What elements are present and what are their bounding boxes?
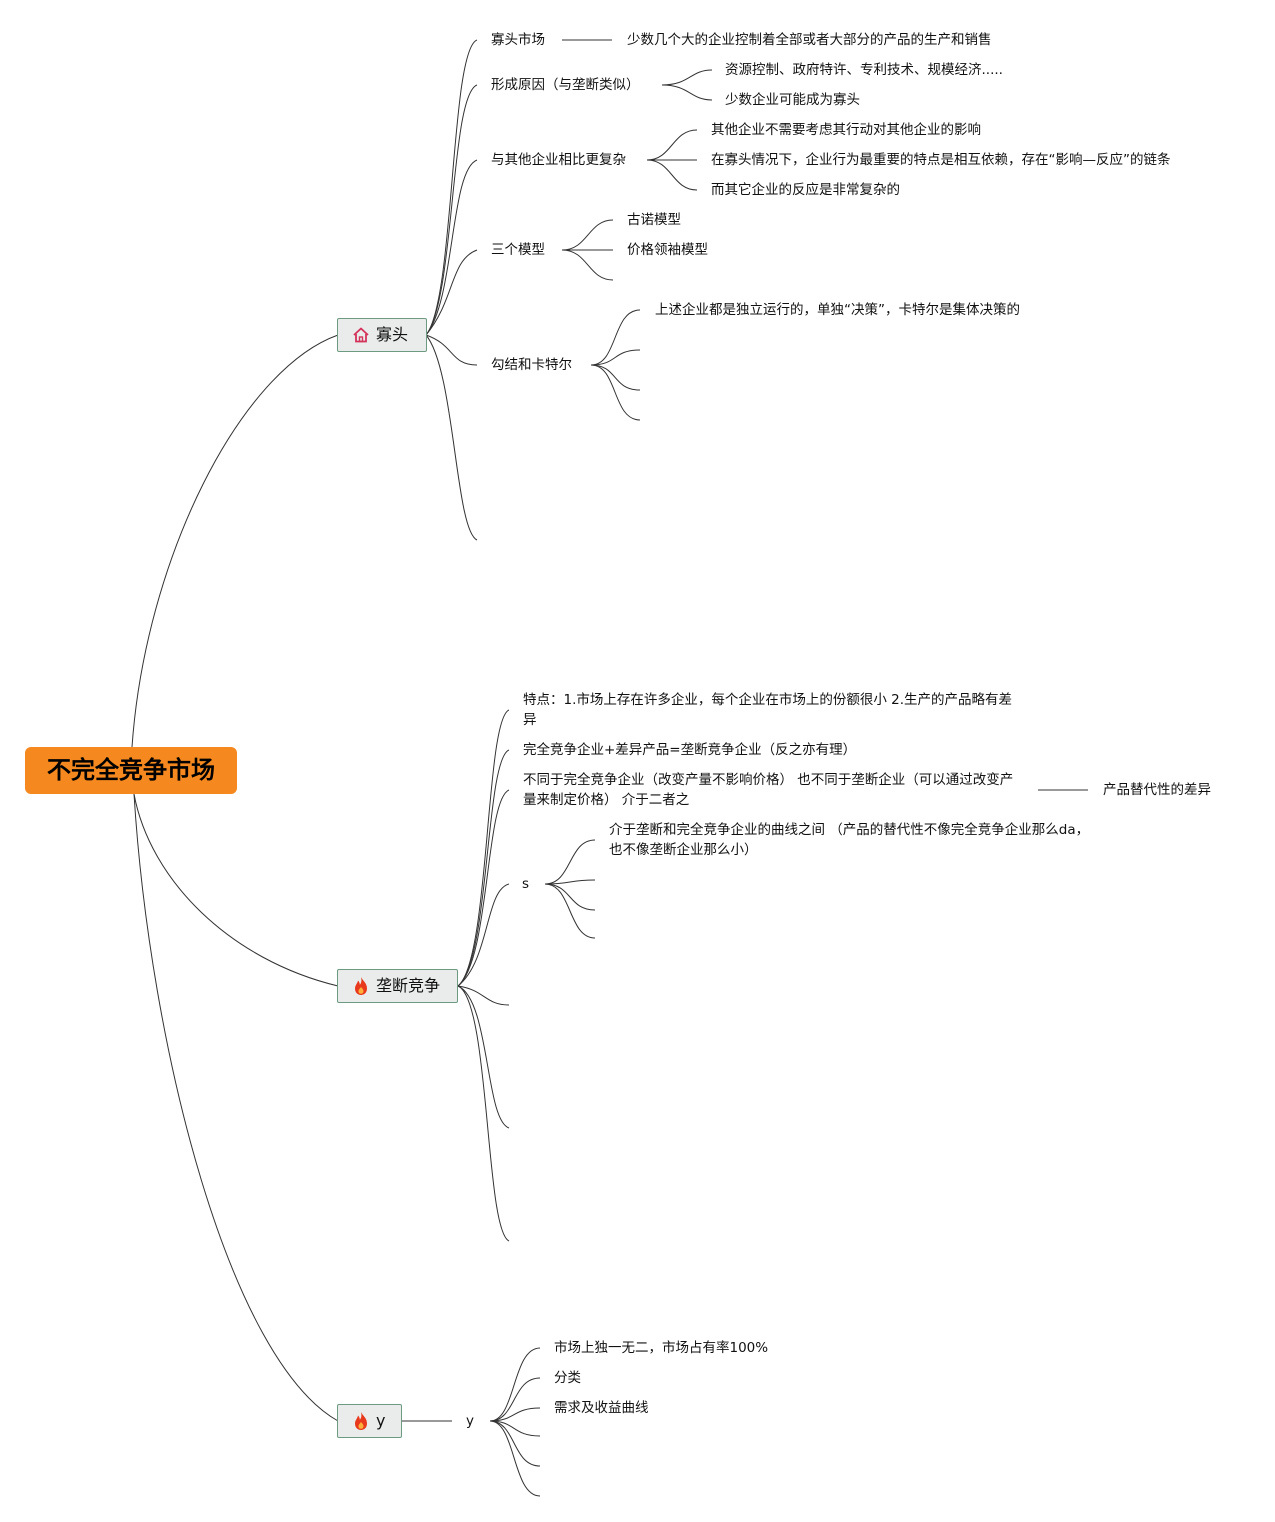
topic-s[interactable]: s <box>522 876 530 892</box>
branch-oligopoly[interactable]: 寡头 <box>337 318 427 352</box>
house-icon <box>352 326 370 344</box>
topic-formation-cause[interactable]: 形成原因（与垄断类似） <box>491 77 640 93</box>
fire-icon <box>352 1411 370 1431</box>
topic-oligopoly-market-def[interactable]: 少数几个大的企业控制着全部或者大部分的产品的生产和销售 <box>627 32 992 48</box>
topic-complex-2[interactable]: 在寡头情况下，企业行为最重要的特点是相互依赖，存在“影响—反应”的链条 <box>711 152 1171 168</box>
topic-demand-revenue-curve[interactable]: 需求及收益曲线 <box>554 1400 649 1416</box>
topic-curve-between[interactable]: 介于垄断和完全竞争企业的曲线之间 （产品的替代性不像完全竞争企业那么da，也不像… <box>609 822 1090 858</box>
topic-collusion-cartel[interactable]: 勾结和卡特尔 <box>491 357 572 373</box>
topic-classification[interactable]: 分类 <box>554 1370 581 1386</box>
topic-cartel-1[interactable]: 上述企业都是独立运行的，单独“决策”，卡特尔是集体决策的 <box>655 302 1020 318</box>
topic-more-complex[interactable]: 与其他企业相比更复杂 <box>491 152 626 168</box>
topic-cournot-model[interactable]: 古诺模型 <box>627 212 681 228</box>
topic-formation-2[interactable]: 少数企业可能成为寡头 <box>725 92 860 108</box>
topic-formation-1[interactable]: 资源控制、政府特许、专利技术、规模经济..... <box>725 62 1003 78</box>
branch-monopolistic-competition[interactable]: 垄断竞争 <box>337 969 458 1003</box>
topic-oligopoly-market[interactable]: 寡头市场 <box>491 32 545 48</box>
branch-label: 垄断竞争 <box>376 976 441 995</box>
branch-monopoly[interactable]: y <box>337 1404 402 1438</box>
branch-label: y <box>376 1411 386 1430</box>
root-topic[interactable]: 不完全竞争市场 <box>25 747 237 794</box>
topic-y[interactable]: y <box>466 1413 474 1429</box>
topic-equation[interactable]: 完全竞争企业+差异产品=垄断竞争企业（反之亦有理） <box>523 742 857 758</box>
topic-unique-market[interactable]: 市场上独一无二，市场占有率100% <box>554 1340 769 1356</box>
branch-label: 寡头 <box>376 325 409 344</box>
fire-icon <box>352 976 370 996</box>
topic-substitutability-diff[interactable]: 产品替代性的差异 <box>1103 782 1211 798</box>
topic-three-models[interactable]: 三个模型 <box>491 242 545 258</box>
topic-features[interactable]: 特点：1.市场上存在许多企业，每个企业在市场上的份额很小 2.生产的产品略有差异 <box>523 692 1013 728</box>
topic-complex-1[interactable]: 其他企业不需要考虑其行动对其他企业的影响 <box>711 122 981 138</box>
topic-different-from[interactable]: 不同于完全竞争企业（改变产量不影响价格） 也不同于垄断企业（可以通过改变产量来制… <box>523 772 1014 808</box>
topic-price-leader-model[interactable]: 价格领袖模型 <box>627 242 708 258</box>
topic-complex-3[interactable]: 而其它企业的反应是非常复杂的 <box>711 182 900 198</box>
